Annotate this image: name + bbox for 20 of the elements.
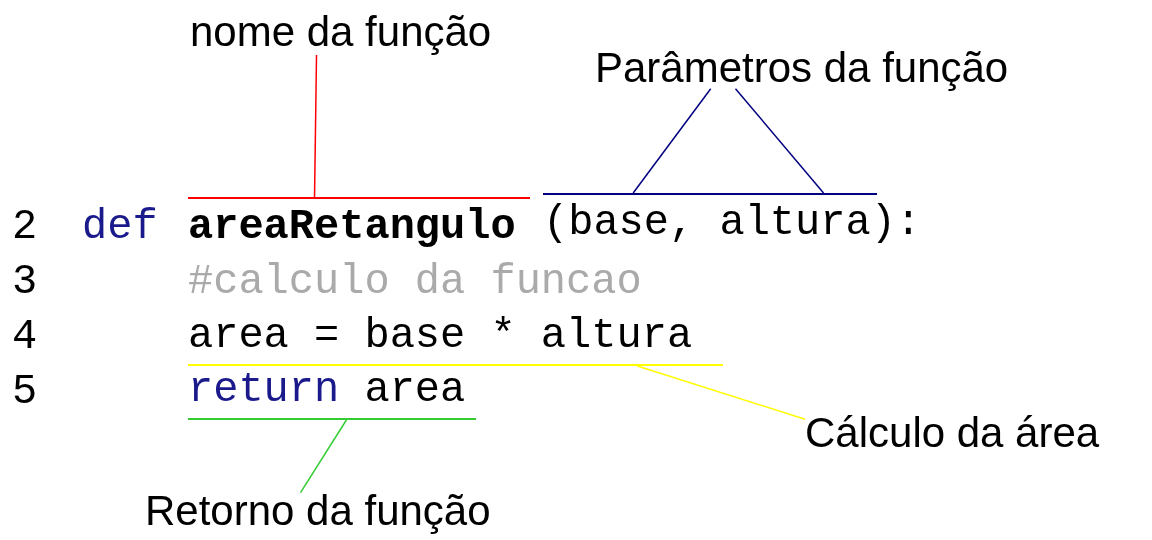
line-number: 3	[12, 258, 38, 306]
code-comment: #calculo da funcao	[188, 258, 642, 306]
line-number: 4	[12, 313, 38, 361]
annotation-label: Parâmetros da função	[595, 45, 1009, 91]
line-number: 2	[12, 203, 38, 251]
annotation-label: nome da função	[190, 9, 492, 55]
leader-line	[313, 54, 318, 198]
annotation-label: Cálculo da área	[805, 410, 1100, 456]
leader-line	[632, 87, 712, 194]
annotation-label: Retorno da função	[145, 488, 491, 534]
code-text: areaRetangulo	[188, 203, 516, 251]
code-keyword: def	[82, 203, 158, 251]
line-number: 5	[12, 368, 38, 416]
code-keyword: return	[188, 366, 340, 414]
code-text: area = base * altura	[188, 312, 693, 360]
leader-line	[299, 419, 348, 494]
code-text: (base, altura):	[543, 199, 922, 247]
leader-line	[636, 365, 806, 420]
code-text: area	[364, 366, 466, 414]
leader-line	[734, 87, 825, 194]
